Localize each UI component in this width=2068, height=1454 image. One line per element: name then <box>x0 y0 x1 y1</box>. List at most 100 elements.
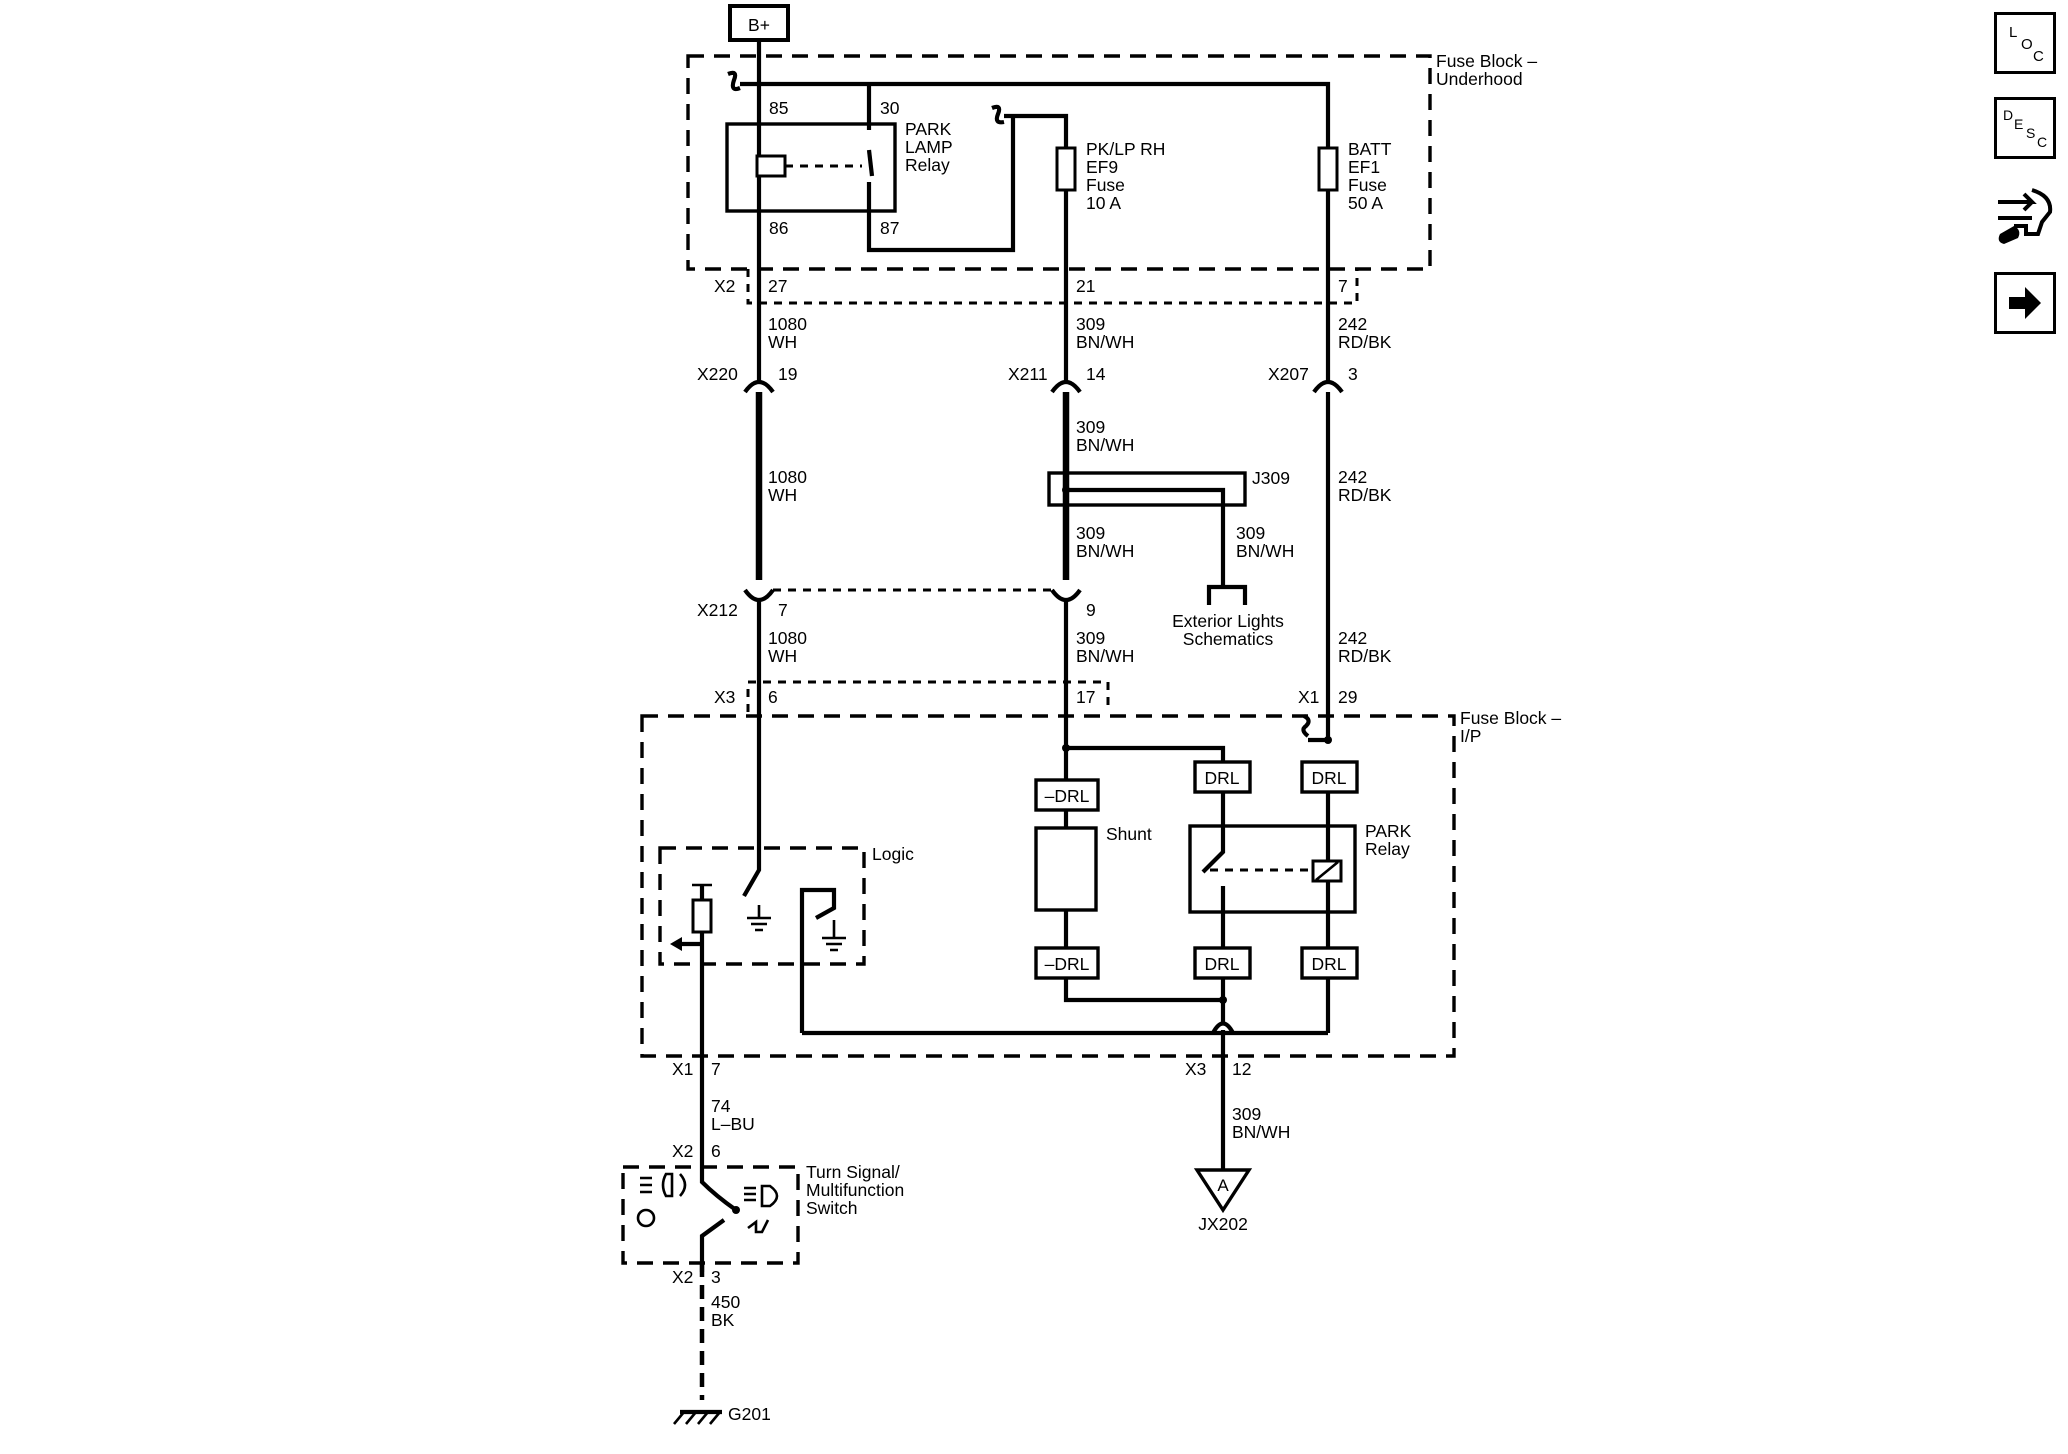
fuse-block-underhood-outline <box>686 54 1432 271</box>
exterior-lights-reference <box>1206 584 1248 605</box>
drl-terminal-bottom-a-label: DRL <box>1204 954 1239 974</box>
relay-pin-30: 30 <box>880 98 900 118</box>
svg-text:S: S <box>2026 125 2035 141</box>
fuse-ef1-label-1: BATT <box>1348 139 1392 159</box>
wire-1080-label-c2: WH <box>768 646 797 666</box>
turn-signal-switch-label-1: Turn Signal/ <box>806 1162 900 1182</box>
splice-pack-j309 <box>1047 471 1247 507</box>
arrow-left-icon <box>670 937 682 951</box>
connector-x1-top-name: X1 <box>1298 687 1319 707</box>
connector-x2-top-pin-3: 7 <box>1338 276 1348 296</box>
location-button[interactable]: L O C <box>1994 12 2056 74</box>
fuse-ef9-label-3: Fuse <box>1086 175 1125 195</box>
wire-242-label-a2: RD/BK <box>1338 332 1392 352</box>
turn-signal-switch-label-3: Switch <box>806 1198 858 1218</box>
svg-text:D: D <box>2003 107 2013 123</box>
connector-x211-name: X211 <box>1008 364 1048 384</box>
drl-terminal-top-b <box>1300 760 1359 794</box>
arrow-right-icon <box>2009 287 2041 319</box>
wire-309-label-c2: BN/WH <box>1076 541 1134 561</box>
wire-309-label-f1: 309 <box>1232 1104 1261 1124</box>
exterior-lights-label-2: Schematics <box>1183 629 1274 649</box>
logic-resistor <box>691 898 713 934</box>
connector-x3-top-name: X3 <box>714 687 735 707</box>
connector-x207-name: X207 <box>1268 364 1309 384</box>
connector-x2-top-outline <box>746 269 1359 305</box>
drl-terminal-bottom-b <box>1300 946 1359 980</box>
connector-x2-top-name: X2 <box>714 276 735 296</box>
wire-309-label-b1: 309 <box>1076 417 1105 437</box>
fuse-ef9-label-2: EF9 <box>1086 157 1118 177</box>
fuse-ef1-label-2: EF1 <box>1348 157 1380 177</box>
wire-74-label-2: L–BU <box>711 1114 755 1134</box>
connector-x2-switch-bottom-pin: 3 <box>711 1267 721 1287</box>
relay-pin-86: 86 <box>769 218 788 238</box>
ground-icon <box>747 905 771 932</box>
wire-450-label-1: 450 <box>711 1292 740 1312</box>
wire-309-label-d2: BN/WH <box>1236 541 1294 561</box>
logic-module-label: Logic <box>872 844 914 864</box>
connector-x212-pin-1: 7 <box>778 600 788 620</box>
connector-x211 <box>1050 379 1082 394</box>
wire-1080-label-b1: 1080 <box>768 467 807 487</box>
connector-x220-name: X220 <box>697 364 738 384</box>
connector-x2-switch-top-pin: 6 <box>711 1141 721 1161</box>
wire-242-label-c2: RD/BK <box>1338 646 1392 666</box>
svg-text:O: O <box>2021 36 2033 53</box>
offpage-connector-letter: A <box>1217 1176 1229 1195</box>
connector-x211-pin: 14 <box>1086 364 1106 384</box>
fuse-ef9 <box>1055 146 1077 192</box>
connector-x2-top-pin-2: 21 <box>1076 276 1095 296</box>
connector-x3-top-pin-1: 6 <box>768 687 778 707</box>
location-icon: L O C <box>2009 24 2044 65</box>
connector-x3-top-pin-2: 17 <box>1076 687 1095 707</box>
fuse-ef1-label-4: 50 A <box>1348 193 1383 213</box>
connector-x2-top-pin-1: 27 <box>768 276 787 296</box>
park-relay-box <box>1188 824 1357 914</box>
next-page-button[interactable] <box>1994 272 2056 334</box>
drl-neg-terminal-top <box>1034 778 1100 812</box>
relay-pin-87: 87 <box>880 218 899 238</box>
fuse-block-ip-outline <box>640 714 1456 1058</box>
fuse-block-underhood-label-1: Fuse Block – <box>1436 51 1537 71</box>
shunt <box>1034 826 1098 912</box>
chassis-ground-icon <box>673 1409 722 1425</box>
turn-signal-switch-label-2: Multifunction <box>806 1180 904 1200</box>
off-position-icon <box>636 1208 656 1228</box>
fuse-ef1 <box>1317 146 1339 192</box>
description-button[interactable]: D E S C <box>1994 97 2056 159</box>
wire-309-label-b2: BN/WH <box>1076 435 1134 455</box>
park-lamp-relay-label-1: PARK <box>905 119 952 139</box>
park-relay-label-2: Relay <box>1365 839 1410 859</box>
park-lamp-relay-label-2: LAMP <box>905 137 953 157</box>
description-icon: D E S C <box>2003 107 2047 150</box>
wire-1080-label-a2: WH <box>768 332 797 352</box>
connector-x1-bottom-pin: 7 <box>711 1059 721 1079</box>
drl-terminal-top-b-label: DRL <box>1311 768 1346 788</box>
wire-1080-label-c1: 1080 <box>768 628 807 648</box>
ground-label: G201 <box>728 1404 771 1424</box>
park-lamp-relay-box <box>725 122 897 213</box>
connector-x220 <box>743 379 775 394</box>
park-lamp-relay-label-3: Relay <box>905 155 950 175</box>
svg-text:C: C <box>2037 134 2047 150</box>
wire-242-label-c1: 242 <box>1338 628 1367 648</box>
connector-x2-switch-top-name: X2 <box>672 1141 693 1161</box>
ground-icon <box>822 920 846 952</box>
fuse-block-ip-label-1: Fuse Block – <box>1460 708 1561 728</box>
wire-242-label-b2: RD/BK <box>1338 485 1392 505</box>
connector-wrench-icon <box>1998 188 2053 244</box>
battery-label: B+ <box>748 15 770 35</box>
headlamp-icon <box>744 1184 779 1208</box>
connector-info-button[interactable] <box>1994 178 2056 252</box>
wire-74-label-1: 74 <box>711 1096 731 1116</box>
connector-x207 <box>1312 379 1344 394</box>
wire-242-label-b1: 242 <box>1338 467 1367 487</box>
wire-309-label-c1: 309 <box>1076 523 1105 543</box>
svg-text:E: E <box>2014 116 2023 132</box>
connector-x212-name: X212 <box>697 600 738 620</box>
logic-module-outline <box>658 846 866 966</box>
splice-pack-j309-label: J309 <box>1252 468 1290 488</box>
connector-x212-b <box>1050 588 1082 603</box>
